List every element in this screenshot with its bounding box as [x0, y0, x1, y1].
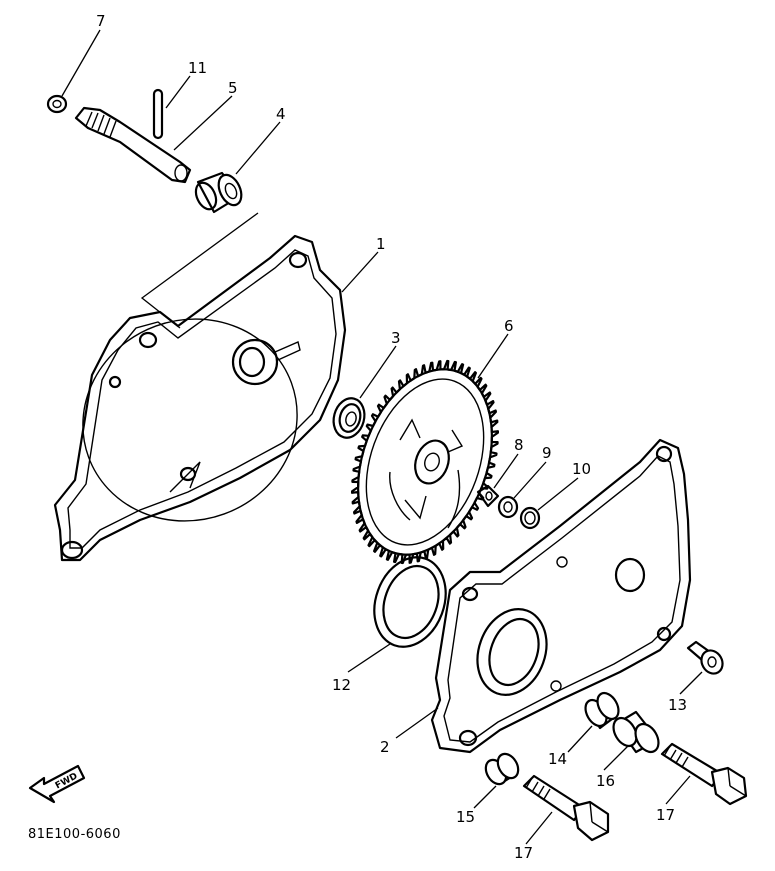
leader-lines [61, 29, 703, 845]
part-11-pin [152, 88, 164, 140]
callout-6: 6 [504, 317, 514, 335]
diagram-code: 81E100-6060 [28, 827, 121, 842]
callout-14: 14 [548, 750, 567, 768]
part-10-circlip [519, 506, 541, 530]
callout-13: 13 [668, 696, 687, 714]
callout-2: 2 [380, 738, 390, 756]
part-3-oil-seal [332, 397, 366, 439]
gear-teeth [351, 359, 499, 565]
callout-10: 10 [572, 460, 591, 478]
part-13-bolt [686, 640, 724, 675]
gear-teeth-outline [351, 359, 499, 565]
part-17-bolt-bottom [522, 774, 610, 842]
callout-5: 5 [228, 79, 238, 97]
callout-17-right: 17 [656, 806, 675, 824]
callout-1: 1 [376, 235, 386, 253]
part-9-washer [497, 495, 519, 519]
callout-3: 3 [391, 329, 401, 347]
callout-12: 12 [332, 676, 351, 694]
part-1-cover [53, 234, 347, 562]
callout-17-bottom: 17 [514, 844, 533, 862]
fwd-arrow-icon: FWD [28, 764, 86, 804]
callout-11: 11 [188, 59, 207, 77]
part-7-washer [46, 94, 68, 114]
part-4-bushing [194, 171, 243, 214]
callout-labels: 7 11 5 4 1 3 6 8 9 10 12 2 13 14 16 15 1… [96, 12, 687, 862]
callout-16: 16 [596, 772, 615, 790]
part-2-cover [430, 438, 692, 754]
callout-4: 4 [276, 105, 286, 123]
part-5-shaft [74, 106, 192, 184]
callout-15: 15 [456, 808, 475, 826]
part-15-collar [484, 752, 520, 786]
part-16-bushing [612, 710, 660, 754]
callout-7: 7 [96, 12, 106, 30]
part-14-collar [584, 691, 620, 730]
callout-8: 8 [514, 436, 524, 454]
callout-9: 9 [542, 444, 552, 462]
part-17-bolt-right [660, 742, 748, 806]
